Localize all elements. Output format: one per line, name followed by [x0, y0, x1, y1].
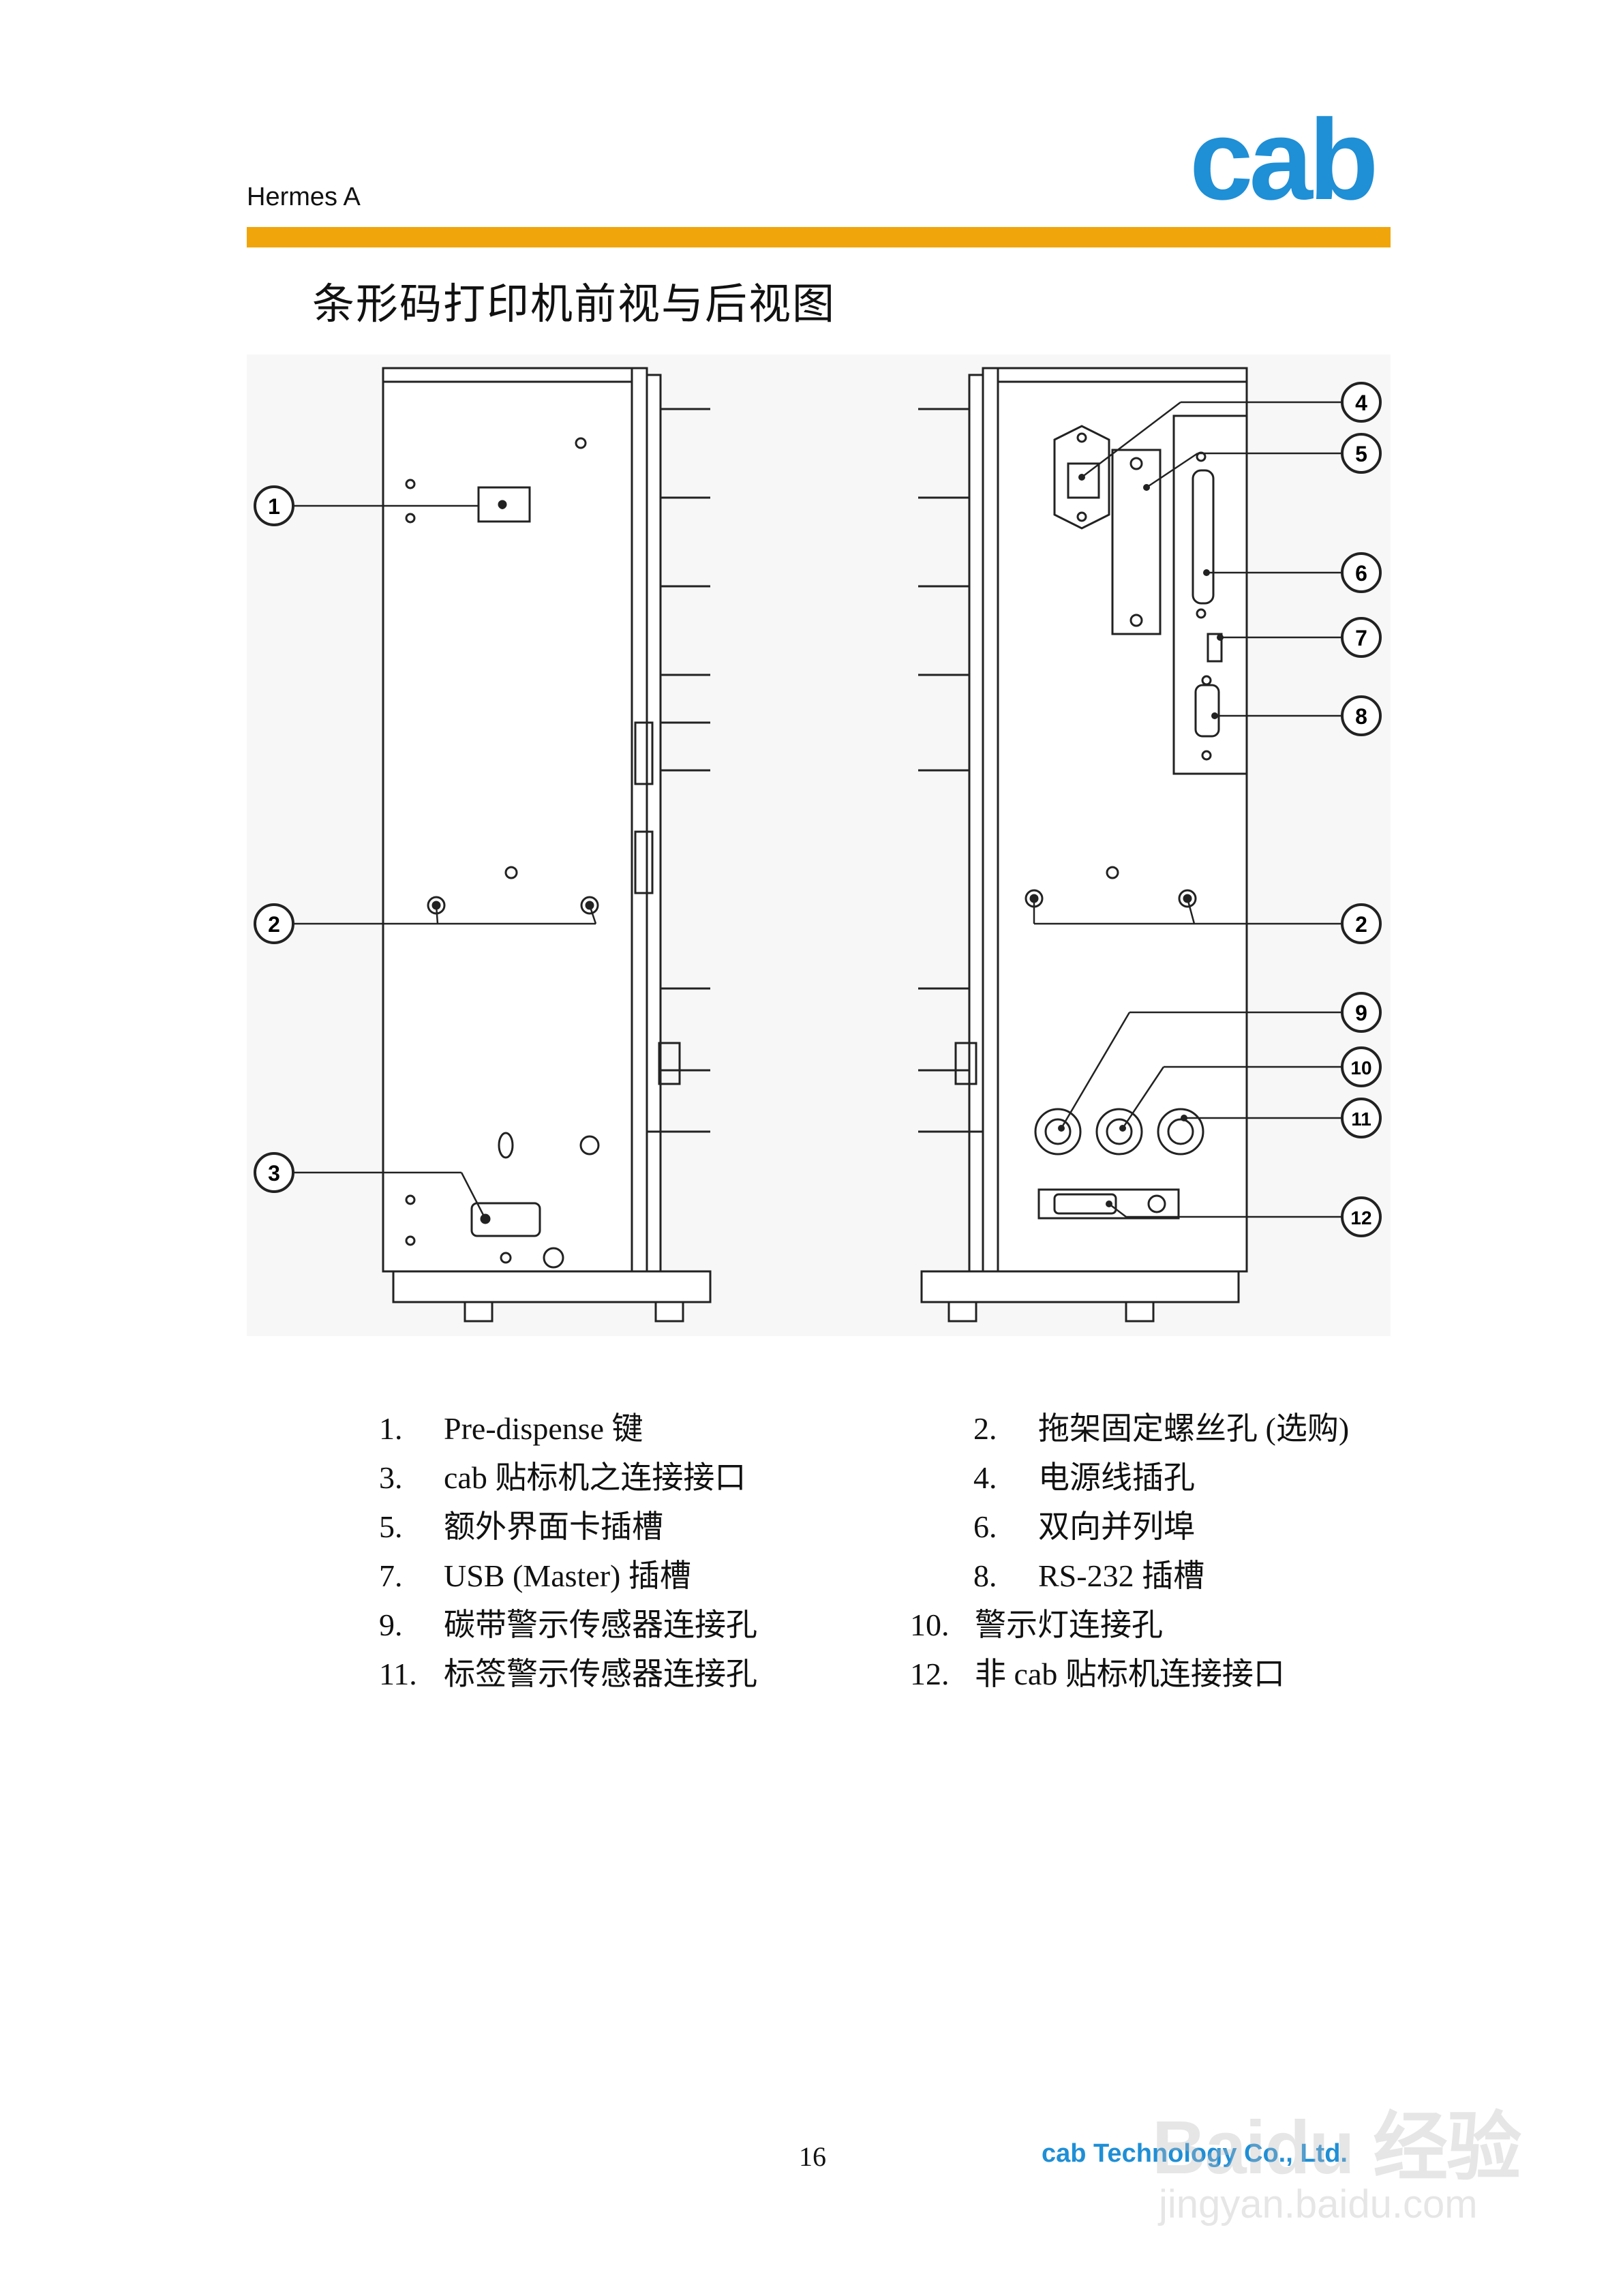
legend-item: 4. 电源线插孔: [973, 1453, 1195, 1502]
callout-1: 1: [254, 485, 294, 526]
callout-9: 9: [1341, 992, 1382, 1033]
legend-item: 1. Pre-dispense 键: [379, 1404, 643, 1453]
legend-item: 9. 碳带警示传感器连接孔: [379, 1601, 757, 1650]
footer-company: cab Technology Co., Ltd.: [1042, 2139, 1348, 2168]
callout-3-label: 3: [268, 1161, 280, 1185]
watermark-url: jingyan.baidu.com: [1159, 2182, 1478, 2226]
legend-item-number: 1.: [379, 1411, 403, 1446]
header-rule: [247, 227, 1391, 247]
callout-6-label: 6: [1355, 561, 1367, 586]
legend-item-text: 额外界面卡插槽: [444, 1509, 663, 1544]
front-view: [382, 367, 712, 1323]
legend-item: 10. 警示灯连接孔: [910, 1601, 1163, 1650]
callout-2-rear: 2: [1341, 903, 1382, 944]
callout-10: 10: [1341, 1046, 1382, 1087]
cab-logo: cab: [1189, 95, 1378, 224]
legend-item-text: RS-232 插槽: [1038, 1558, 1205, 1593]
legend-item-text: 标签警示传感器连接孔: [444, 1657, 757, 1691]
legend-item-number: 12.: [910, 1657, 950, 1691]
callout-4: 4: [1341, 382, 1382, 423]
legend-item: 3. cab 贴标机之连接接口: [379, 1453, 746, 1502]
callout-2-front-label: 2: [268, 912, 280, 937]
legend-item-number: 2.: [973, 1411, 997, 1446]
legend-item-number: 5.: [379, 1509, 403, 1544]
printer-diagram: 1 2 3 4 5 6 7 8 2 9 10 11 12: [247, 354, 1391, 1336]
legend-item-text: 双向并列埠: [1038, 1509, 1195, 1544]
callout-leaders: [288, 401, 1344, 1220]
callout-5-label: 5: [1355, 442, 1367, 466]
legend-item-number: 10.: [910, 1607, 950, 1642]
legend-item-number: 8.: [973, 1558, 997, 1593]
legend-item-number: 6.: [973, 1509, 997, 1544]
page-title: 条形码打印机前视与后视图: [312, 282, 836, 328]
legend-item-number: 7.: [379, 1558, 403, 1593]
legend-item-text: Pre-dispense 键: [444, 1411, 643, 1446]
header-product-name: Hermes A: [247, 183, 361, 211]
legend-item-text: USB (Master) 插槽: [444, 1558, 691, 1593]
legend-item-number: 4.: [973, 1460, 997, 1495]
callout-7: 7: [1341, 617, 1382, 658]
legend-item: 7. USB (Master) 插槽: [379, 1552, 691, 1601]
legend-item: 11. 标签警示传感器连接孔: [379, 1650, 757, 1699]
legend-item: 2. 拖架固定螺丝孔 (选购): [973, 1404, 1349, 1453]
legend-item: 6. 双向并列埠: [973, 1502, 1195, 1552]
legend-item: 8. RS-232 插槽: [973, 1552, 1204, 1601]
page-number: 16: [799, 2141, 826, 2172]
legend-item-text: 碳带警示传感器连接孔: [444, 1607, 757, 1642]
callout-9-label: 9: [1355, 1001, 1367, 1025]
legend-item: 12. 非 cab 贴标机连接接口: [910, 1650, 1285, 1699]
callout-2-front: 2: [254, 903, 294, 944]
callout-1-label: 1: [268, 494, 280, 519]
callout-11: 11: [1341, 1098, 1382, 1138]
callout-8-label: 8: [1355, 704, 1367, 729]
legend-item-number: 3.: [379, 1460, 403, 1495]
callout-4-label: 4: [1355, 391, 1367, 415]
legend-item-text: 电源线插孔: [1038, 1460, 1195, 1495]
baidu-watermark: Baidu 经验 jingyan.baidu.com: [1152, 2059, 1534, 2243]
legend-item-number: 9.: [379, 1607, 403, 1642]
watermark-brand: Baidu 经验: [1152, 2106, 1521, 2190]
legend-item-text: 非 cab 贴标机连接接口: [975, 1657, 1285, 1691]
legend-item-text: 拖架固定螺丝孔 (选购): [1038, 1411, 1350, 1446]
callout-2-rear-label: 2: [1355, 912, 1367, 937]
callout-11-label: 11: [1351, 1108, 1371, 1130]
callout-12-label: 12: [1350, 1207, 1371, 1228]
callout-8: 8: [1341, 695, 1382, 736]
legend-item: 5. 额外界面卡插槽: [379, 1502, 663, 1552]
callout-3: 3: [254, 1152, 294, 1193]
legend-item-text: cab 贴标机之连接接口: [444, 1460, 746, 1495]
callout-6: 6: [1341, 552, 1382, 593]
legend-item-text: 警示灯连接孔: [975, 1607, 1163, 1642]
callout-5: 5: [1341, 433, 1382, 474]
printer-views-figure: 1 2 3 4 5 6 7 8 2 9 10 11 12: [247, 354, 1391, 1336]
rear-view: [918, 367, 1248, 1323]
callout-12: 12: [1341, 1196, 1382, 1237]
callout-10-label: 10: [1350, 1057, 1371, 1078]
parts-legend: 1. Pre-dispense 键 3. cab 贴标机之连接接口 5. 额外界…: [0, 1377, 1623, 1691]
legend-item-number: 11.: [379, 1657, 417, 1691]
callout-7-label: 7: [1355, 626, 1367, 650]
